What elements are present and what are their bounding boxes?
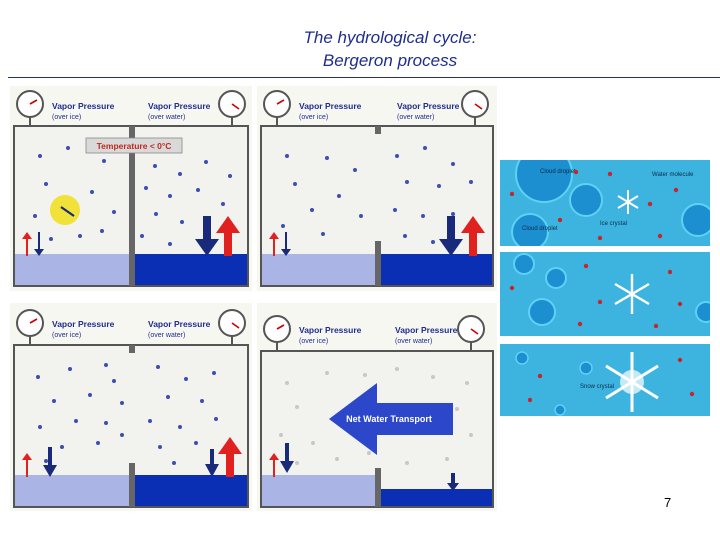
panel-ice-deposition: Vapor Pressure (over ice) Vapor Pressure… (257, 86, 497, 291)
vp-water-sub: (over water) (395, 338, 432, 345)
ice-gauge-icon (16, 90, 44, 126)
slide-title: The hydrological cycle: Bergeron process (230, 26, 550, 72)
vp-water-label: Vapor Pressure (148, 319, 211, 329)
panel-unequal-vapor: Vapor Pressure (over ice) Vapor Pressure… (10, 303, 252, 511)
cloud-droplet-label-2: Cloud droplet (522, 226, 558, 232)
water-molecule-label: Water molecule (652, 172, 694, 178)
divider-wall (129, 126, 135, 286)
net-transport-arrow-icon (329, 383, 453, 455)
vapor-molecules (36, 363, 218, 465)
vp-ice-sub: (over ice) (299, 338, 328, 345)
net-transport-label: Net Water Transport (346, 414, 432, 424)
small-arrows (269, 232, 291, 256)
water-gauge-icon (461, 90, 489, 126)
vp-ice-sub: (over ice) (52, 332, 81, 339)
ice-crystal-label: Ice crystal (600, 221, 627, 227)
snow-crystal-label: Snow crystal (580, 384, 614, 390)
water-molecules (509, 263, 683, 329)
vp-water-sub: (over water) (397, 114, 434, 121)
vp-water-sub: (over water) (148, 114, 185, 121)
ice-crystal-icon (614, 274, 650, 314)
ice-gauge-icon (263, 90, 291, 126)
water-gauge-icon (218, 90, 246, 126)
cloud-droplet-label: Cloud droplet (540, 169, 576, 175)
water-surface (135, 254, 247, 285)
vp-ice-label: Vapor Pressure (52, 101, 115, 111)
temperature-badge (85, 137, 183, 154)
vp-ice-sub: (over ice) (299, 114, 328, 121)
small-arrows (22, 232, 44, 256)
water-molecules (509, 169, 679, 241)
small-arrows (269, 443, 459, 491)
ice-gauge-icon (16, 309, 44, 345)
temperature-label: Temperature < 0°C (97, 141, 172, 151)
vapor-molecules (281, 146, 473, 244)
crystal-panel-snow: Snow crystal (500, 344, 710, 416)
slide-title-line1: The hydrological cycle: (303, 28, 477, 47)
vp-ice-label: Vapor Pressure (52, 319, 115, 329)
vp-water-label: Vapor Pressure (397, 101, 460, 111)
page-number: 7 (664, 495, 672, 510)
vapor-molecules (33, 146, 234, 246)
slide-title-line2: Bergeron process (322, 51, 458, 70)
panel-initial-state: Vapor Pressure (over ice) Vapor Pressure… (10, 86, 252, 291)
ice-surface (15, 254, 131, 285)
vp-ice-label: Vapor Pressure (299, 101, 362, 111)
cloud-droplet (515, 160, 573, 203)
panel-net-transport: Vapor Pressure (over ice) Vapor Pressure… (257, 303, 497, 511)
vp-ice-sub: (over ice) (52, 114, 81, 121)
vp-water-label: Vapor Pressure (395, 325, 458, 335)
vp-ice-label: Vapor Pressure (299, 325, 362, 335)
small-arrows (22, 447, 57, 477)
crystal-panel-initial: Cloud droplet Cloud droplet Ice crystal … (500, 160, 710, 246)
vapor-molecules (279, 367, 473, 465)
ice-crystal-icon (617, 190, 639, 214)
water-gauge-icon (457, 315, 485, 351)
ice-gauge-icon (263, 315, 291, 351)
title-divider (8, 77, 720, 78)
large-arrows (195, 216, 240, 256)
water-gauge-icon (218, 309, 246, 345)
water-molecules (527, 357, 695, 403)
vp-water-sub: (over water) (148, 332, 185, 339)
large-arrows (205, 437, 242, 477)
vp-water-label: Vapor Pressure (148, 101, 211, 111)
crystal-panel-growth (500, 252, 710, 336)
large-arrows (439, 216, 485, 256)
